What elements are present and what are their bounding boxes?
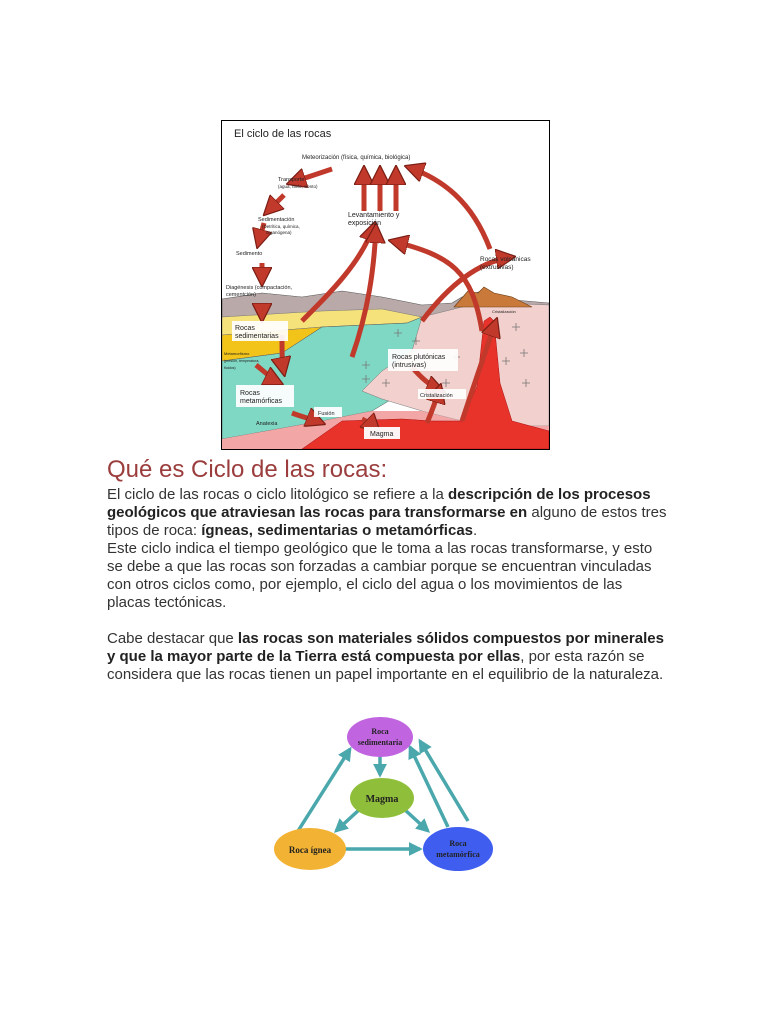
node-ignea-label: Roca ígnea bbox=[289, 845, 332, 855]
cycle-arrows bbox=[256, 167, 512, 431]
node-magma bbox=[350, 778, 414, 818]
label-transporte-sub: (agua, hielo, viento) bbox=[278, 184, 318, 189]
label-metamorfismo: Metamorfismo bbox=[224, 351, 250, 356]
label-plutonicas: Rocas plutónicas bbox=[392, 354, 446, 361]
node-ignea bbox=[274, 828, 346, 870]
label-sedimentacion-sub1: (Detrítica, química, bbox=[262, 224, 300, 229]
label-volcanicas-sub: (extrusivas) bbox=[480, 264, 514, 271]
materials-text-1: Cabe destacar que bbox=[107, 630, 238, 647]
label-metamorficas: Rocas bbox=[240, 390, 260, 397]
article-heading: Qué es Ciclo de las rocas: bbox=[107, 456, 388, 483]
materials-bold-1: las rocas son materiales sólidos compues… bbox=[107, 630, 664, 665]
label-metamorfismo-sub1: (presión, temperatura, bbox=[224, 359, 259, 363]
label-metamorfismo-sub2: fluidos) bbox=[224, 366, 236, 370]
label-diagenesis-sub: cementción) bbox=[226, 292, 256, 298]
label-metamorficas-sub: metamórficas bbox=[240, 398, 283, 405]
label-cristalizacion-top: Cristalización bbox=[492, 309, 516, 314]
intro-text-2: alguno de estos tres tipos de roca: bbox=[107, 504, 667, 539]
label-anatexia: Anatexia bbox=[256, 421, 278, 427]
label-sedimentacion-sub2: organógena) bbox=[266, 230, 292, 235]
simple-cycle-diagram: Roca sedimentaria Magma Roca ígnea Roca … bbox=[270, 713, 500, 873]
intro-bold-2: ígneas, sedimentarias o metamórficas bbox=[201, 522, 473, 539]
label-volcanicas: Rocas volcánicas bbox=[480, 256, 531, 263]
label-sedimentarias: Rocas bbox=[235, 325, 255, 332]
label-levantamiento: Levantamiento y bbox=[348, 212, 400, 219]
intro-text-1: El ciclo de las rocas o ciclo litológico… bbox=[107, 486, 448, 503]
node-sedimentaria-label2: sedimentaria bbox=[358, 738, 402, 747]
node-metamorfica-label2: metamórfica bbox=[436, 850, 480, 859]
label-sedimentarias-sub: sedimentarias bbox=[235, 333, 279, 340]
label-exposicion: exposición bbox=[348, 220, 381, 227]
intro-text-3: . bbox=[473, 522, 478, 539]
cycle-arrows-teal bbox=[296, 738, 470, 856]
label-fusion: Fusión bbox=[318, 411, 335, 417]
paragraph-intro: El ciclo de las rocas o ciclo litológico… bbox=[107, 486, 667, 540]
node-sedimentaria bbox=[347, 717, 413, 757]
label-meteorizacion: Meteorización (física, química, biológic… bbox=[302, 155, 410, 161]
label-plutonicas-sub: (intrusivas) bbox=[392, 362, 426, 369]
figure-title: El ciclo de las rocas bbox=[234, 128, 332, 140]
paragraph-geologic-time: Este ciclo indica el tiempo geológico qu… bbox=[107, 540, 653, 611]
node-sedimentaria-label1: Roca bbox=[371, 727, 388, 736]
node-magma-label: Magma bbox=[366, 794, 399, 805]
node-metamorfica-label1: Roca bbox=[449, 839, 466, 848]
intro-bold-1: descripción de los procesos geológicos q… bbox=[107, 486, 651, 521]
volcano bbox=[453, 286, 533, 308]
label-sedimento: Sedimento bbox=[236, 251, 262, 257]
label-magma: Magma bbox=[370, 431, 393, 438]
node-metamorfica bbox=[423, 827, 493, 871]
label-transporte: Transporte bbox=[278, 177, 304, 183]
paragraph-rocks-materials: Cabe destacar que las rocas son material… bbox=[107, 630, 667, 684]
label-sedimentacion: Sedimentación bbox=[258, 217, 294, 223]
label-cristalizacion: Cristalización bbox=[420, 393, 453, 399]
rock-cycle-diagram: El ciclo de las rocas Meteorización (fís… bbox=[221, 120, 550, 450]
materials-text-2: , por esta razón se considera que las ro… bbox=[107, 648, 664, 683]
label-diagenesis: Diagénesis (compactación, bbox=[226, 285, 293, 291]
